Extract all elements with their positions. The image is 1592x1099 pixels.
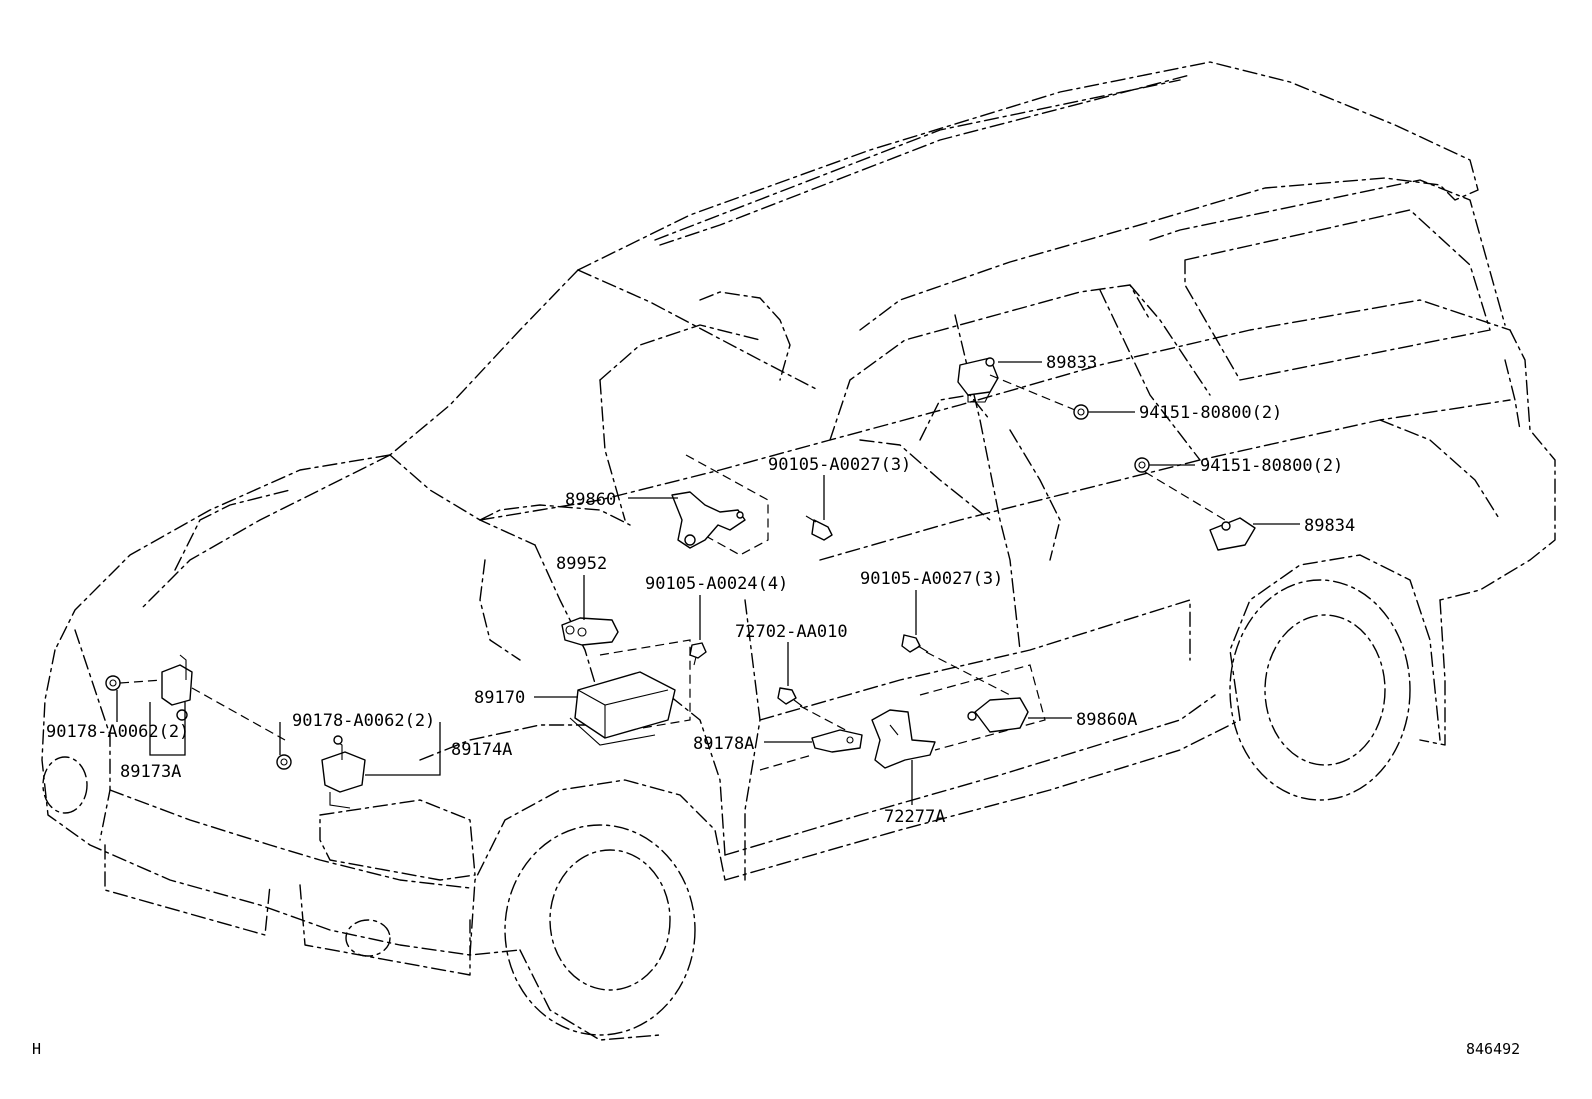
label-94151-b: 94151-80800(2) — [1200, 456, 1343, 476]
part-89860-glyph — [671, 454, 769, 556]
label-90105-a0024: 90105-A0024(4) — [645, 574, 788, 594]
part-90178-nut-b — [276, 754, 292, 770]
vehicle-outline — [41, 61, 1556, 1041]
label-94151-a: 94151-80800(2) — [1139, 403, 1282, 423]
label-89860: 89860 — [565, 490, 616, 510]
part-72702-bolt — [777, 687, 856, 736]
part-90178-nut-a — [105, 675, 163, 691]
diagram-reference-number: 846492 — [1466, 1040, 1520, 1058]
part-90105-bolt-b — [689, 642, 707, 666]
leader-lines — [116, 361, 1300, 805]
label-90105-a0027-lower: 90105-A0027(3) — [860, 569, 1003, 589]
label-90178-a0062-center: 90178-A0062(2) — [292, 711, 435, 731]
part-72277A-bracket — [871, 709, 936, 769]
label-89170: 89170 — [474, 688, 525, 708]
part-90105-bolt-a — [805, 515, 833, 541]
label-89952: 89952 — [556, 554, 607, 574]
label-90105-a0027-upper: 90105-A0027(3) — [768, 455, 911, 475]
label-89860a: 89860A — [1076, 710, 1137, 730]
part-89860A-glyph — [919, 664, 1046, 751]
label-89178a: 89178A — [693, 734, 754, 754]
label-89173a: 89173A — [120, 762, 181, 782]
part-89952-glyph — [561, 617, 619, 646]
part-89834-glyph — [1209, 517, 1256, 551]
label-90178-a0062-left: 90178-A0062(2) — [46, 722, 189, 742]
label-89833: 89833 — [1046, 353, 1097, 373]
part-89170-ecu — [569, 639, 691, 746]
label-89174a: 89174A — [451, 740, 512, 760]
label-89834: 89834 — [1304, 516, 1355, 536]
corner-mark-left: H — [32, 1040, 41, 1058]
label-72277a: 72277A — [884, 807, 945, 827]
part-89178A-glyph — [759, 729, 863, 771]
part-89833-glyph — [957, 357, 1076, 411]
part-90105-bolt-c — [901, 634, 1011, 696]
label-72702-aa010: 72702-AA010 — [735, 622, 848, 642]
part-94151-nut-a — [1073, 404, 1089, 420]
part-89174A-glyph — [321, 735, 366, 809]
